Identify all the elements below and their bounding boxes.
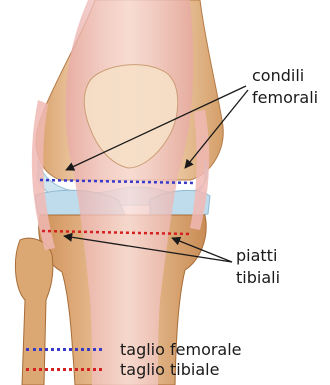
- legend-item-femoral: taglio femorale: [26, 340, 242, 358]
- legend-swatch-femoral: [26, 348, 102, 351]
- label-piatti-line2: tibiali: [236, 268, 280, 287]
- legend-swatch-tibial: [26, 368, 102, 371]
- label-piatti-line1: piatti: [236, 246, 277, 265]
- label-condili-line1: condili: [252, 66, 304, 85]
- label-condili-line2: femorali: [252, 88, 318, 107]
- legend-item-tibial: taglio tibiale: [26, 360, 219, 378]
- legend-label-femoral: taglio femorale: [120, 340, 242, 359]
- legend-label-tibial: taglio tibiale: [120, 360, 219, 379]
